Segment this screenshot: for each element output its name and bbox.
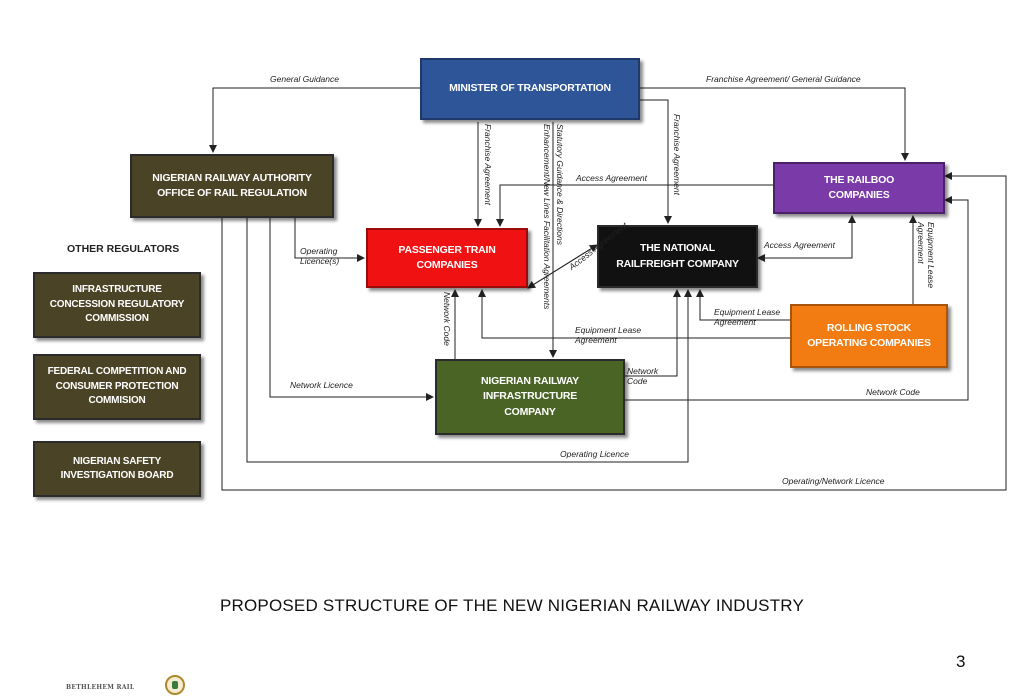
label-franchise-agreement-1: Franchise Agreement	[483, 124, 493, 205]
line-operating-licences	[294, 218, 365, 262]
coat-of-arms-icon	[165, 675, 185, 695]
line-operating-licence	[246, 218, 692, 463]
railboo-box: THE RAILBOO COMPANIES	[773, 162, 945, 214]
label-access-agreement-top: Access Agreement	[576, 173, 648, 183]
other-regulators-heading: OTHER REGULATORS	[67, 243, 180, 255]
line-equipment-passenger	[478, 289, 790, 339]
regulator-icrc: INFRASTRUCTURE CONCESSION REGULATORY COM…	[33, 272, 201, 338]
nra-box: NIGERIAN RAILWAY AUTHORITY OFFICE OF RAI…	[130, 154, 334, 218]
label-equipment-lease-vert: Equipment Lease Agreement	[915, 222, 936, 289]
line-franchise-freight	[640, 99, 672, 224]
infrastructure-box: NIGERIAN RAILWAY INFRASTRUCTURE COMPANY	[435, 359, 625, 435]
regulator-fccpc: FEDERAL COMPETITION AND CONSUMER PROTECT…	[33, 354, 201, 420]
minister-box: MINISTER OF TRANSPORTATION	[420, 58, 640, 120]
label-enhancement: Enhancement/New Lines Facilitation Agree…	[542, 124, 552, 310]
line-network-licence	[269, 218, 434, 401]
rolling-stock-box: ROLLING STOCK OPERATING COMPANIES	[790, 304, 948, 368]
regulator-nsib: NIGERIAN SAFETY INVESTIGATION BOARD	[33, 441, 201, 497]
label-access-agreement-right: Access Agreement	[764, 240, 836, 250]
label-operating-licence: Operating Licence	[560, 449, 629, 459]
page-number: 3	[956, 652, 966, 671]
label-network-code-short: Network Code	[627, 366, 659, 387]
line-network-code-railboo	[625, 196, 969, 401]
label-equipment-lease-2: Equipment Lease Agreement	[575, 325, 642, 346]
label-network-code-vert: Network Code	[442, 292, 452, 346]
passenger-box: PASSENGER TRAIN COMPANIES	[366, 228, 528, 288]
line-access-right	[758, 215, 856, 259]
line-access-top	[496, 184, 773, 227]
company-logo: BETHLEHEM RAIL	[66, 684, 135, 691]
line-franchise-general	[640, 87, 909, 161]
label-franchise-agreement-2: Franchise Agreement	[672, 114, 682, 195]
line-operating-network	[221, 172, 1007, 491]
label-network-licence: Network Licence	[290, 380, 353, 390]
line-general-guidance	[209, 87, 420, 153]
label-statutory-guidance: Statutory Guidance & Directions	[555, 124, 565, 245]
label-operating-network-licence: Operating/Network Licence	[782, 476, 885, 486]
line-equipment-freight	[696, 289, 790, 321]
diagram-caption: PROPOSED STRUCTURE OF THE NEW NIGERIAN R…	[219, 596, 805, 615]
label-operating-licences: Operating Licence(s)	[300, 246, 340, 267]
railfreight-box: THE NATIONAL RAILFREIGHT COMPANY	[597, 225, 758, 288]
label-equipment-lease-1: Equipment Lease Agreement	[714, 307, 781, 328]
label-franchise-general: Franchise Agreement/ General Guidance	[706, 74, 861, 84]
line-network-code-freight	[625, 289, 681, 377]
label-general-guidance: General Guidance	[270, 74, 339, 84]
label-network-code-right: Network Code	[866, 387, 920, 397]
